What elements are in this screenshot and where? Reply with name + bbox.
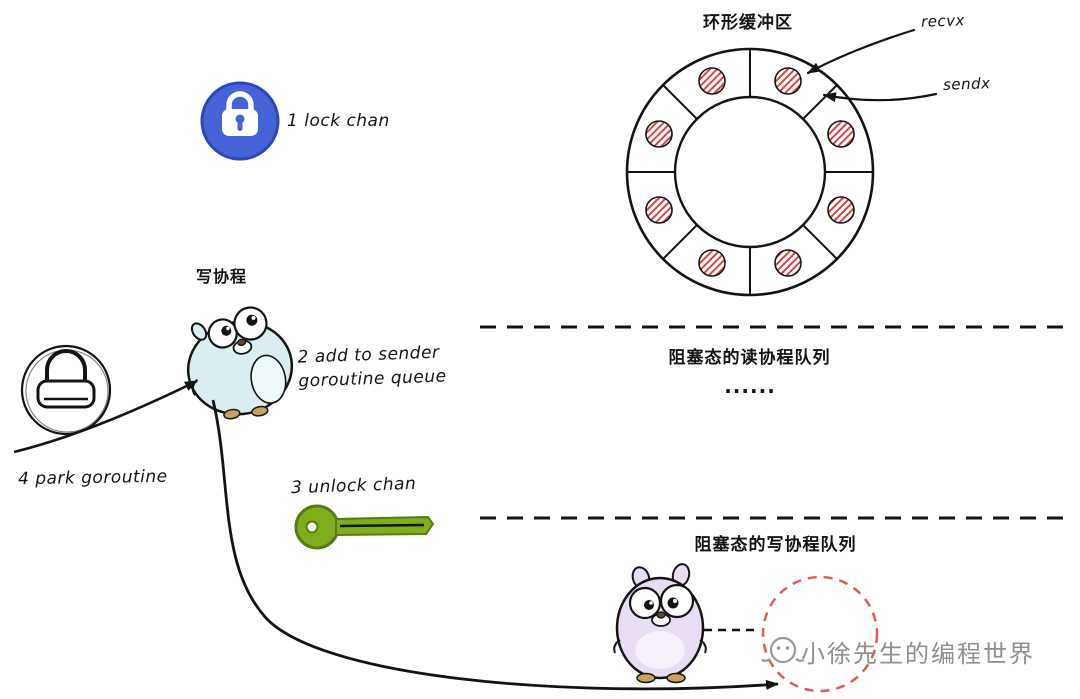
- park-arrow: [13, 379, 198, 454]
- key-icon: [294, 504, 435, 550]
- gopher-writer: [186, 306, 294, 420]
- recvx-arrow: [806, 28, 916, 75]
- padlock-sketch: [20, 344, 112, 436]
- park-path-arrow: [211, 399, 779, 691]
- ring-slot: [698, 67, 726, 95]
- ring-slot: [827, 120, 855, 148]
- ring-slot: [827, 196, 855, 224]
- ring-buffer-title: 环形缓冲区: [703, 13, 793, 32]
- ring-slot: [774, 249, 802, 277]
- ring-slot: [645, 196, 673, 224]
- ring-slots: [645, 67, 855, 277]
- ring-slot: [698, 249, 726, 277]
- recvx-label: recvx: [920, 11, 966, 31]
- gopher-nose: [656, 611, 666, 619]
- gopher-blocked: [613, 563, 707, 684]
- writer-goroutine-label: 写协程: [196, 269, 248, 286]
- padlock-shackle: [45, 349, 87, 381]
- lock-chan-badge: [200, 81, 280, 161]
- lock-keyhole-stem: [237, 121, 243, 131]
- watermark-text: 小徐先生的编程世界: [801, 641, 1035, 668]
- ring-buffer: [625, 28, 938, 297]
- ghost-icon: [761, 636, 805, 664]
- lock-icon: [226, 91, 254, 114]
- lock-keyhole: [235, 114, 245, 124]
- padlock-body: [36, 379, 96, 409]
- blocked-read-queue-label: 阻塞态的读协程队列: [668, 348, 831, 367]
- step2-label: 2 add to sender goroutine queue: [297, 340, 447, 393]
- sendx-label: sendx: [942, 74, 991, 94]
- queue-slot-placeholder: [761, 575, 879, 693]
- gopher-nose: [236, 338, 247, 346]
- read-queue-ellipsis: ......: [724, 374, 776, 398]
- blocked-write-queue-label: 阻塞态的写协程队列: [694, 535, 857, 554]
- step1-label: 1 lock chan: [287, 111, 390, 131]
- ring-slot: [645, 120, 673, 148]
- ring-dividers: [626, 48, 874, 296]
- sendx-arrow: [822, 92, 938, 103]
- ring-slot: [774, 67, 802, 95]
- step4-label: 4 park goroutine: [17, 466, 168, 490]
